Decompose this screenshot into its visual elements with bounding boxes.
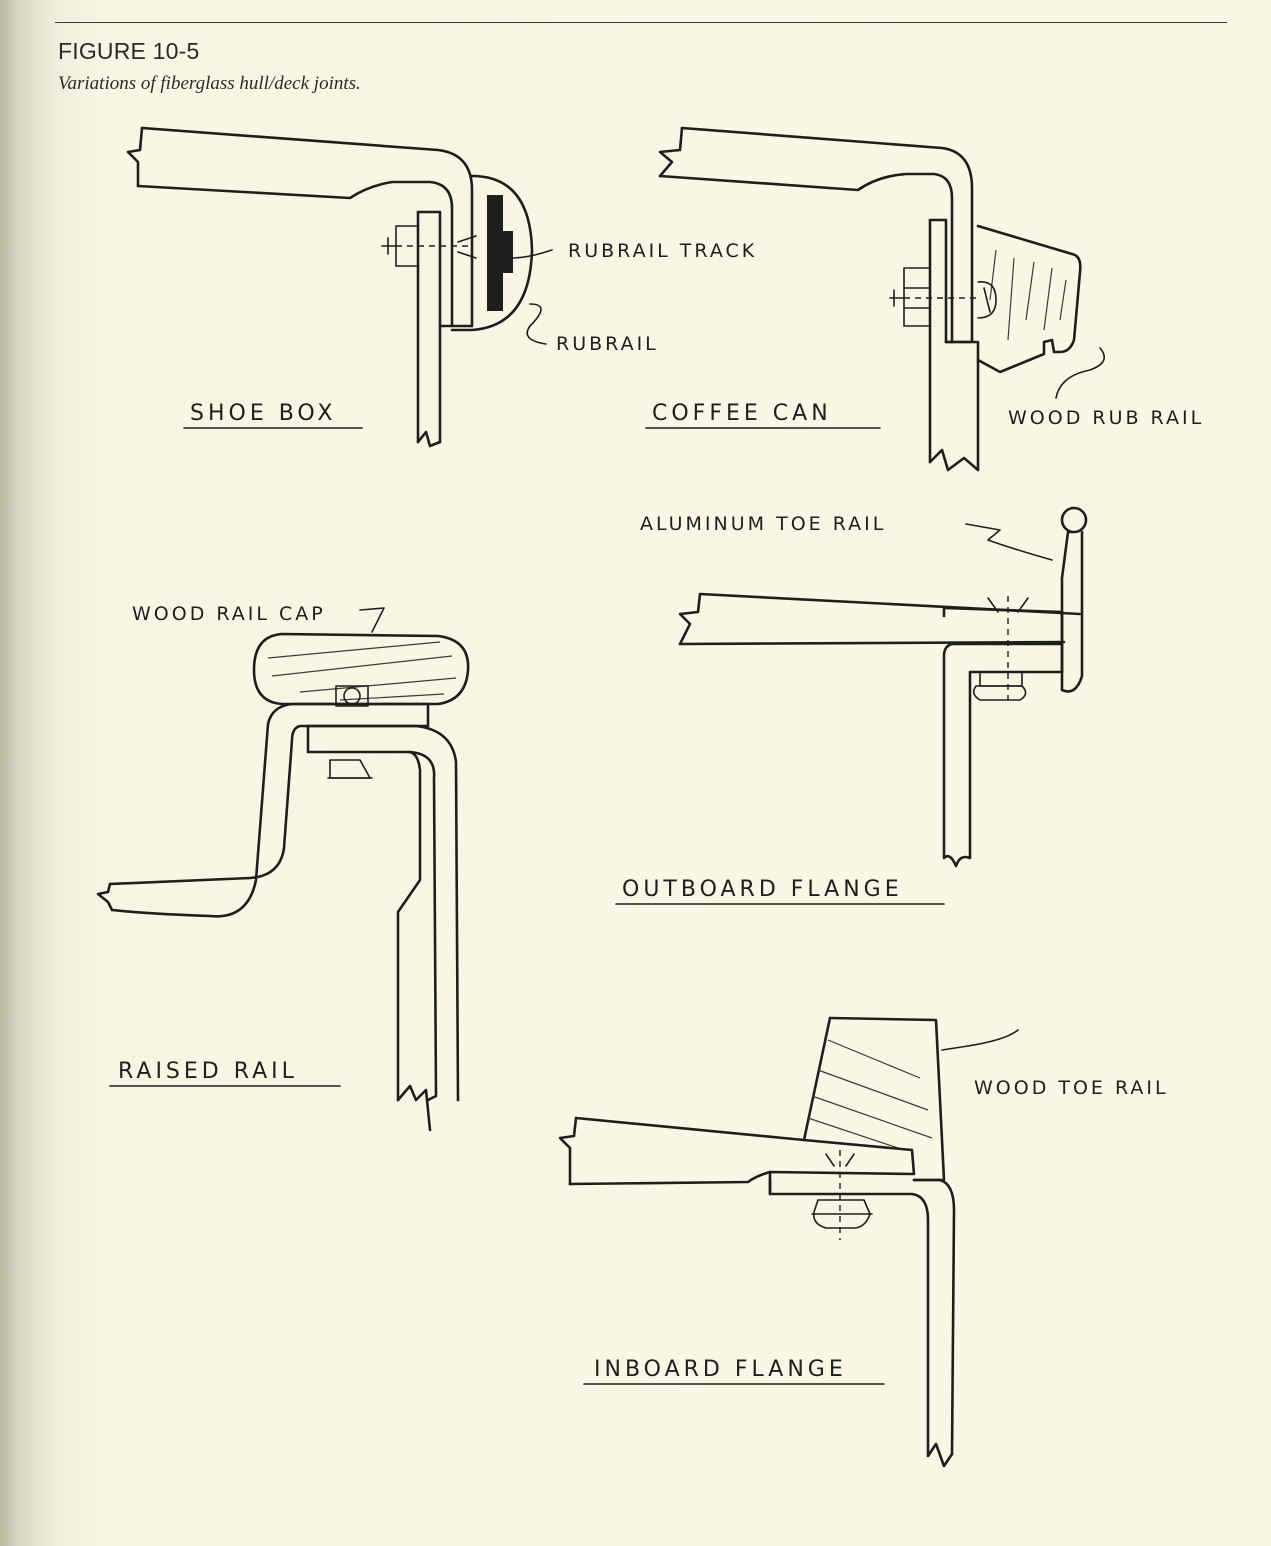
figure-caption: Variations of fiberglass hull/deck joint… — [58, 73, 361, 94]
top-rule — [55, 22, 1227, 23]
label-aluminum-toe-rail: ALUMINUM TOE RAIL — [640, 513, 886, 535]
title-coffee-can: COFFEE CAN — [652, 401, 832, 426]
coffee-can-diagram: WOOD RUB RAIL COFFEE CAN — [645, 126, 1204, 472]
label-wood-rail-cap: WOOD RAIL CAP — [132, 603, 326, 625]
shoe-box-diagram: RUBRAIL TRACK RUBRAIL SHOE BOX — [126, 126, 757, 448]
label-rubrail: RUBRAIL — [556, 333, 659, 355]
inboard-flange-diagram: WOOD TOE RAIL INBOARD FLANGE — [558, 1016, 1169, 1468]
raised-rail-diagram: WOOD RAIL CAP RAISED RAIL — [96, 603, 470, 1132]
figure-number: FIGURE 10-5 — [58, 38, 200, 64]
title-outboard-flange: OUTBOARD FLANGE — [622, 877, 903, 902]
title-raised-rail: RAISED RAIL — [118, 1059, 298, 1084]
label-wood-toe-rail: WOOD TOE RAIL — [974, 1077, 1169, 1099]
label-rubrail-track: RUBRAIL TRACK — [568, 240, 757, 262]
title-shoe-box: SHOE BOX — [190, 401, 336, 426]
label-wood-rub-rail: WOOD RUB RAIL — [1008, 407, 1204, 429]
outboard-flange-diagram: ALUMINUM TOE RAIL OUTBOARD FLANGE — [615, 506, 1088, 905]
title-inboard-flange: INBOARD FLANGE — [594, 1357, 847, 1382]
